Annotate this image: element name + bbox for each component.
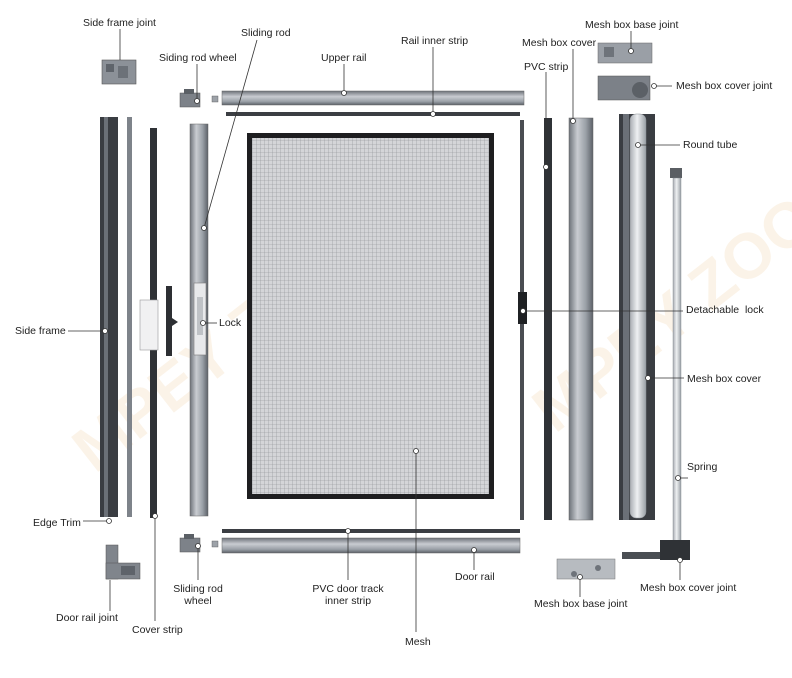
label-line: Sliding rod [173,583,223,595]
label-line: inner strip [324,595,372,607]
label-mesh-box-base-joint-top: Mesh box base joint [585,19,679,31]
label-side-frame-joint: Side frame joint [83,17,156,29]
lock-part [193,282,207,356]
label-mesh: Mesh [405,636,431,648]
label-pvc-door-track-inner-strip: PVC door track inner strip [306,583,390,607]
spring-part [670,168,682,545]
label-cover-strip: Cover strip [132,624,183,636]
mesh-box-base-joint-bottom-part [556,558,616,580]
label-detachable-lock: Detachable lock [686,304,764,316]
door-rail-part [221,537,521,554]
pvc-door-track-inner-strip-part [222,529,520,533]
label-mesh-box-cover-top: Mesh box cover [522,37,597,49]
label-spring: Spring [687,461,718,473]
label-sliding-rod-wheel-bottom: Sliding rod wheel [166,583,230,607]
sliding-rod-wheel-bottom-part [179,534,219,553]
label-mesh-box-cover-right: Mesh box cover [687,373,762,385]
label-door-rail: Door rail [455,571,495,583]
pvc-strip-part [544,118,552,520]
rail-inner-strip-part [226,112,520,116]
label-mesh-box-cover-joint-top: Mesh box cover joint [676,80,773,92]
siding-rod-wheel-part [179,89,219,108]
detachable-lock-part [518,120,527,520]
side-frame-part [100,117,118,517]
round-tube-part [629,113,647,519]
leader-lines [68,29,688,632]
handle-latch-part [139,286,178,356]
label-mesh-box-base-joint-bottom: Mesh box base joint [534,598,628,610]
label-line: PVC door track [312,583,384,595]
label-pvc-strip: PVC strip [524,61,569,73]
mesh-box-cover-joint-bottom-part [622,540,690,560]
label-upper-rail: Upper rail [321,52,367,64]
label-line: wheel [184,595,212,607]
label-door-rail-joint: Door rail joint [56,612,118,624]
mesh-box-cover-joint-top-part [597,75,651,101]
label-side-frame: Side frame [15,325,66,337]
side-frame-joint-part [101,59,137,85]
label-lock: Lock [219,317,242,329]
upper-rail-part [221,90,525,106]
label-round-tube: Round tube [683,139,738,151]
mesh-box-cover-part [568,117,594,521]
label-edge-trim: Edge Trim [33,517,81,529]
edge-trim-part [127,117,132,517]
label-siding-rod-wheel: Siding rod wheel [159,52,237,64]
label-sliding-rod: Sliding rod [241,27,291,39]
mesh-panel-part [247,133,494,499]
label-rail-inner-strip: Rail inner strip [401,35,469,47]
label-mesh-box-cover-joint-bottom: Mesh box cover joint [640,582,737,594]
door-rail-joint-part [105,544,141,580]
mesh-box-base-joint-top-part [597,42,653,64]
